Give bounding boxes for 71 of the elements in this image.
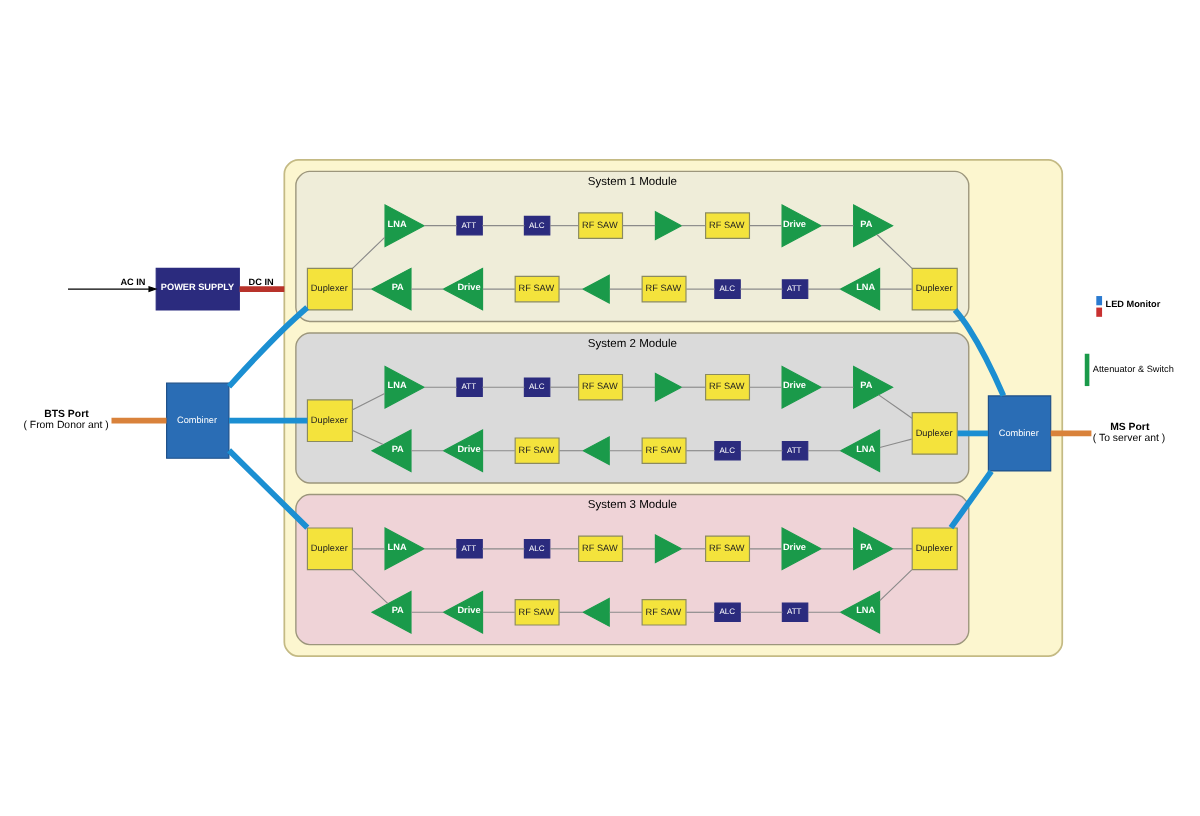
connector <box>423 386 458 388</box>
connector <box>609 288 643 290</box>
arrow <box>67 285 158 293</box>
node-box <box>1084 353 1090 387</box>
connector <box>685 611 716 613</box>
connector <box>879 569 913 602</box>
connector <box>558 450 584 452</box>
node-triangle <box>582 597 610 628</box>
connector <box>423 548 458 550</box>
connector <box>739 611 783 613</box>
connector <box>749 386 783 388</box>
connector <box>820 386 855 388</box>
connector <box>622 225 656 227</box>
connector <box>410 450 444 452</box>
connector <box>481 548 525 550</box>
connector <box>685 288 716 290</box>
connector <box>226 305 310 389</box>
connector <box>482 450 516 452</box>
connector <box>739 450 783 452</box>
connector <box>622 386 656 388</box>
connector <box>948 469 994 530</box>
connector <box>681 548 707 550</box>
connector <box>739 288 783 290</box>
connector <box>481 225 525 227</box>
node-triangle <box>654 372 683 403</box>
connector <box>749 548 783 550</box>
connector <box>410 288 444 290</box>
connector <box>878 394 913 419</box>
connector <box>820 548 855 550</box>
connector <box>227 448 310 530</box>
connector <box>549 386 580 388</box>
connector <box>352 429 384 446</box>
connector <box>681 386 707 388</box>
connector <box>229 417 308 424</box>
cluster <box>283 159 1064 657</box>
connector <box>558 611 584 613</box>
connector <box>807 288 841 290</box>
connector <box>352 236 386 269</box>
node-triangle <box>654 534 683 564</box>
connector <box>952 308 1007 397</box>
connector <box>352 288 373 290</box>
connector <box>352 392 386 411</box>
connector <box>482 611 516 613</box>
connector <box>892 548 913 550</box>
connector <box>352 569 389 605</box>
connector <box>549 548 580 550</box>
connector <box>482 288 516 290</box>
connector <box>1050 430 1092 437</box>
connector <box>609 611 643 613</box>
connector <box>685 450 716 452</box>
connector <box>239 286 285 292</box>
connector <box>807 611 841 613</box>
connector <box>481 386 525 388</box>
connector <box>820 225 855 227</box>
connector <box>111 417 167 424</box>
connector <box>423 225 458 227</box>
connector <box>609 450 643 452</box>
connector <box>749 225 783 227</box>
connector <box>549 225 580 227</box>
node-triangle <box>582 435 610 466</box>
connector <box>410 611 444 613</box>
connector <box>879 438 913 449</box>
node-triangle <box>582 274 610 304</box>
connector <box>558 288 584 290</box>
connector <box>681 225 707 227</box>
connector <box>876 233 913 269</box>
connector <box>807 450 841 452</box>
connector <box>352 548 386 550</box>
connector <box>879 288 913 290</box>
connector <box>957 430 989 437</box>
connector <box>622 548 656 550</box>
